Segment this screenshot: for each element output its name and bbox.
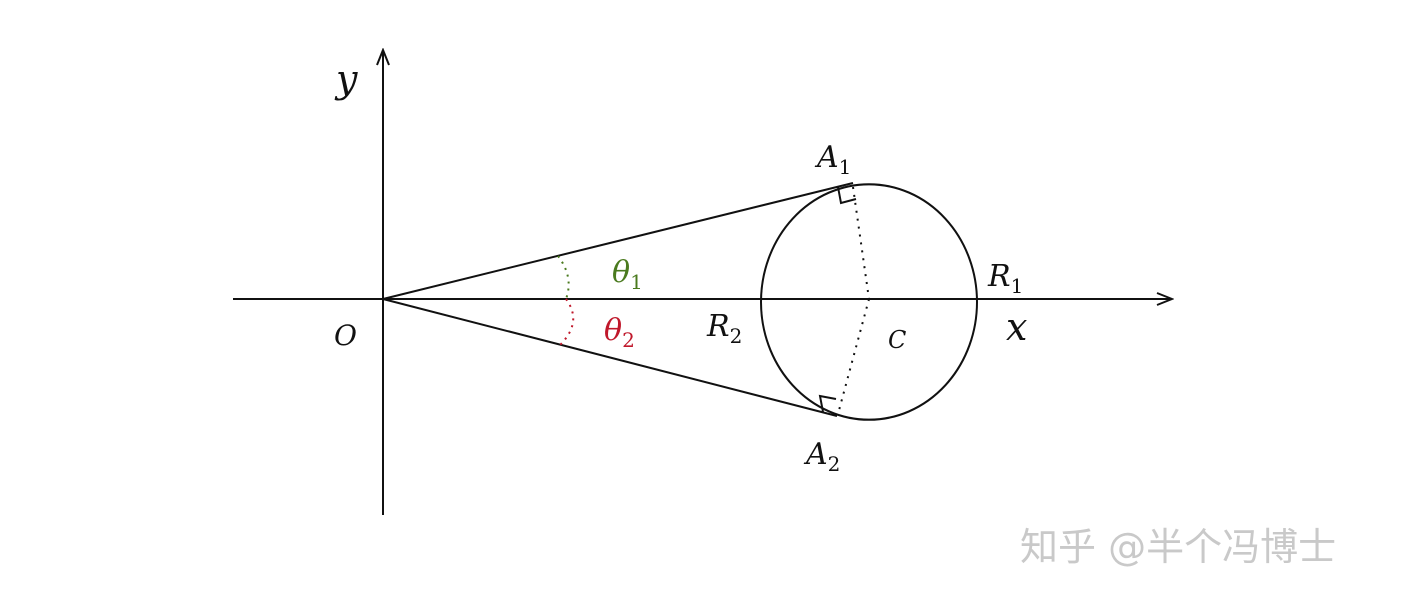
watermark-text: 知乎 @半个冯博士 — [1020, 525, 1336, 569]
theta2-label: θ2 — [604, 313, 635, 352]
dotted-radius-c-a1 — [852, 186, 870, 300]
r2-label: R2 — [706, 309, 742, 348]
theta1-label: θ1 — [612, 255, 643, 294]
a2-label: A2 — [803, 437, 840, 476]
angle-arc-theta2 — [559, 298, 575, 346]
r1-label: R1 — [987, 259, 1023, 298]
tangent-line-a2 — [382, 298, 838, 417]
x-axis-label: x — [1006, 305, 1027, 349]
tangent-line-a1 — [382, 182, 854, 300]
y-axis-label: y — [334, 57, 358, 101]
a1-label: A1 — [814, 140, 851, 179]
right-angle-marker-a2 — [818, 394, 837, 413]
circle — [760, 183, 978, 421]
origin-label: O — [334, 319, 357, 352]
right-angle-marker-a1 — [837, 186, 857, 205]
dotted-radius-c-a2 — [837, 298, 870, 415]
angle-arc-theta1 — [557, 255, 570, 300]
center-label: C — [888, 326, 906, 354]
